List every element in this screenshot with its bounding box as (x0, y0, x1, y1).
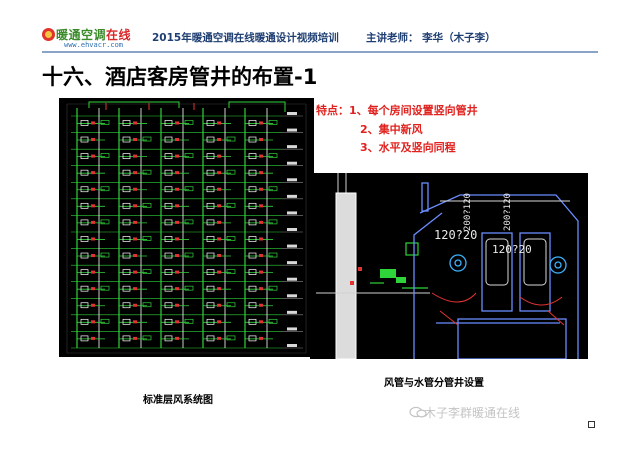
floor-lines (71, 115, 303, 349)
logo-text-green: 暖通空调 (56, 28, 107, 42)
riser-lines (76, 108, 268, 348)
air-system-drawing (59, 98, 314, 357)
terminal-units (77, 120, 278, 342)
logo-text: 暖通空调在线 (56, 26, 131, 43)
course-title: 2015年暖通空调在线暖通设计视频培训 (152, 32, 339, 44)
feature-text-1: 1、每个房间设置竖向管井 (349, 104, 478, 117)
duct-size-label-3: 200?120 (463, 193, 473, 231)
feature-item-2: 2、集中新风 (360, 122, 423, 136)
header-divider (42, 51, 598, 53)
watermark-text: 木子李群暖通在线 (424, 406, 521, 420)
feature-label: 特点： (316, 104, 349, 117)
feature-list: 特点：1、每个房间设置竖向管井 2、集中新风 3、水平及竖向同程 (316, 102, 478, 158)
logo-text-red: 在线 (106, 28, 132, 42)
duct-size-label-1: 120?20 (434, 228, 477, 242)
logo-url: www.ehvacr.com (64, 41, 124, 49)
duct-size-label-2: 120?20 (492, 243, 532, 256)
logo: 暖通空调在线 www.ehvacr.com (42, 27, 140, 51)
feature-item-3: 3、水平及竖向同程 (360, 141, 456, 154)
slide-title: 十六、酒店客房管井的布置-1 (42, 65, 318, 89)
slide-header: 暖通空调在线 www.ehvacr.com 2015年暖通空调在线暖通设计视频培… (0, 0, 640, 53)
teacher-name: 主讲老师： 李华（木子李） (366, 32, 496, 44)
right-drawing-caption: 风管与水管分管井设置 (384, 378, 484, 389)
shaft-layout-diagram: 120?20 120?20 200?120 200?120 (310, 173, 588, 359)
air-system-diagram (59, 98, 314, 357)
duct-size-label-4: 200?120 (503, 193, 513, 231)
slide-corner-mark (588, 421, 595, 428)
feature-item-1: 特点：1、每个房间设置竖向管井 (316, 102, 478, 121)
logo-mark-icon (42, 28, 55, 41)
shaft-layout-drawing: 120?20 120?20 200?120 200?120 (310, 173, 588, 359)
left-drawing-caption: 标准层风系统图 (143, 395, 213, 406)
wechat-icon (409, 406, 427, 418)
floor-tags (287, 112, 297, 347)
